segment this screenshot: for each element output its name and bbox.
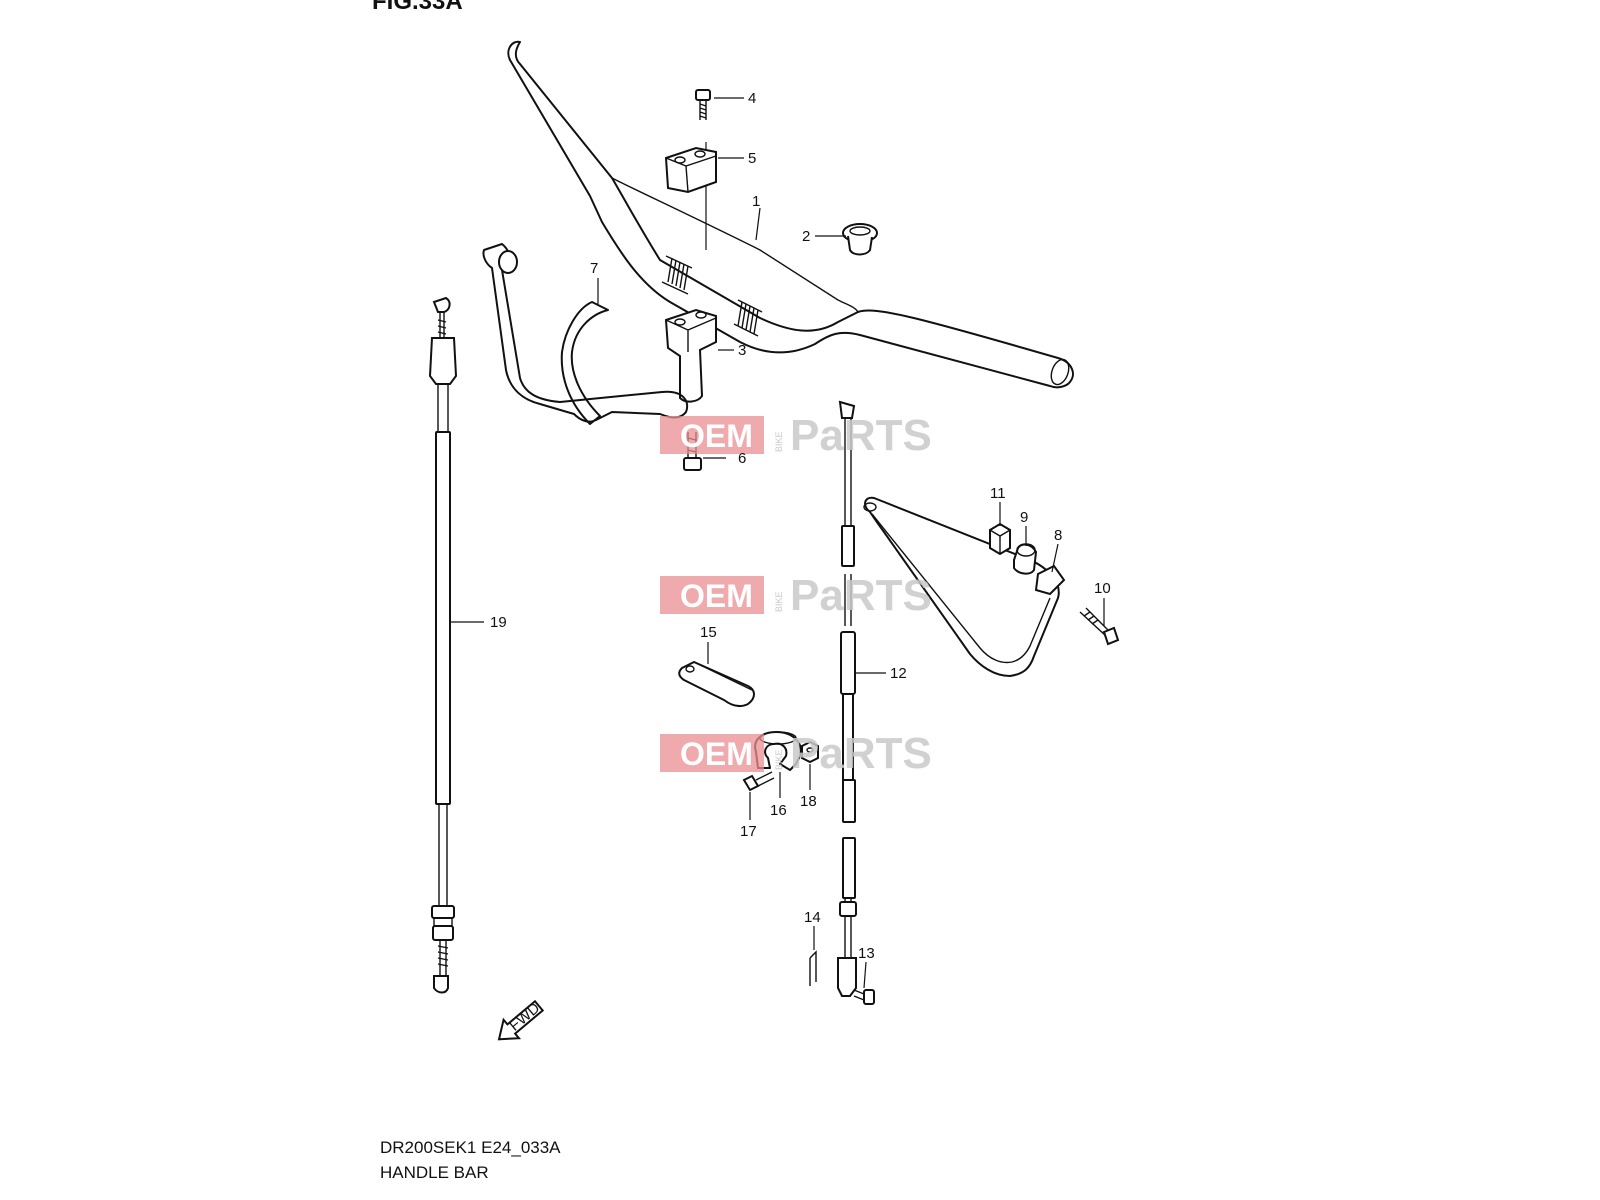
handlebar-end-cap[interactable] (842, 223, 878, 256)
svg-text:PaRTS: PaRTS (790, 411, 932, 460)
clutch-cable[interactable] (428, 296, 458, 994)
watermark-1: OEM BIKE PaRTS (660, 411, 932, 460)
callout-9: 9 (1020, 509, 1028, 526)
knurl-right (733, 299, 763, 337)
callout-4: 4 (748, 90, 756, 107)
throttle-cable[interactable] (837, 400, 857, 997)
callout-14: 14 (804, 909, 821, 926)
callouts: 1 2 3 4 5 6 7 8 9 10 11 12 13 14 15 16 1… (490, 90, 1111, 962)
brace-bolt[interactable] (1079, 607, 1120, 646)
svg-text:OEM: OEM (680, 578, 753, 614)
cable-pin[interactable] (809, 950, 817, 986)
figure-title: FIG.33A (372, 0, 463, 15)
nut[interactable] (989, 522, 1011, 556)
forward-direction-arrow: FWD (497, 999, 545, 1041)
svg-text:BIKE: BIKE (774, 749, 784, 770)
callout-17: 17 (740, 823, 757, 840)
callout-13: 13 (858, 945, 875, 962)
svg-text:BIKE: BIKE (774, 431, 784, 452)
svg-text:PaRTS: PaRTS (790, 729, 932, 778)
callout-2: 2 (802, 228, 810, 245)
handlebar[interactable] (507, 40, 1074, 389)
callout-10: 10 (1094, 580, 1111, 597)
svg-text:OEM: OEM (680, 418, 753, 454)
clamp-screw[interactable] (742, 771, 775, 792)
callout-15: 15 (700, 624, 717, 641)
brace-bar[interactable] (863, 496, 1066, 677)
callout-7: 7 (590, 260, 598, 277)
figure-code: DR200SEK1 E24_033A (380, 1138, 561, 1157)
callout-12: 12 (890, 665, 907, 682)
cable-guide[interactable] (678, 661, 755, 708)
upper-clamp[interactable] (664, 146, 717, 194)
callout-6: 6 (738, 450, 746, 467)
svg-text:BIKE: BIKE (774, 591, 784, 612)
callout-11: 11 (990, 485, 1006, 502)
watermark-2: OEM BIKE PaRTS (660, 571, 932, 620)
handlebar-brace[interactable] (482, 243, 689, 425)
knurl-left (661, 255, 693, 295)
callout-19: 19 (490, 614, 507, 631)
handlebar-holder[interactable] (664, 308, 717, 403)
svg-text:PaRTS: PaRTS (790, 571, 932, 620)
callout-16: 16 (770, 802, 787, 819)
callout-18: 18 (800, 793, 817, 810)
callout-8: 8 (1054, 527, 1062, 544)
callout-3: 3 (738, 342, 746, 359)
svg-text:OEM: OEM (680, 736, 753, 772)
collar[interactable] (1013, 543, 1038, 575)
cable-screw[interactable] (853, 989, 875, 1005)
figure-name: HANDLE BAR (380, 1163, 489, 1182)
watermark-3: OEM BIKE PaRTS (660, 729, 932, 778)
clamp-nut[interactable] (801, 740, 819, 764)
leader-lines (450, 97, 1105, 989)
callout-1: 1 (752, 193, 760, 210)
callout-5: 5 (748, 150, 756, 167)
